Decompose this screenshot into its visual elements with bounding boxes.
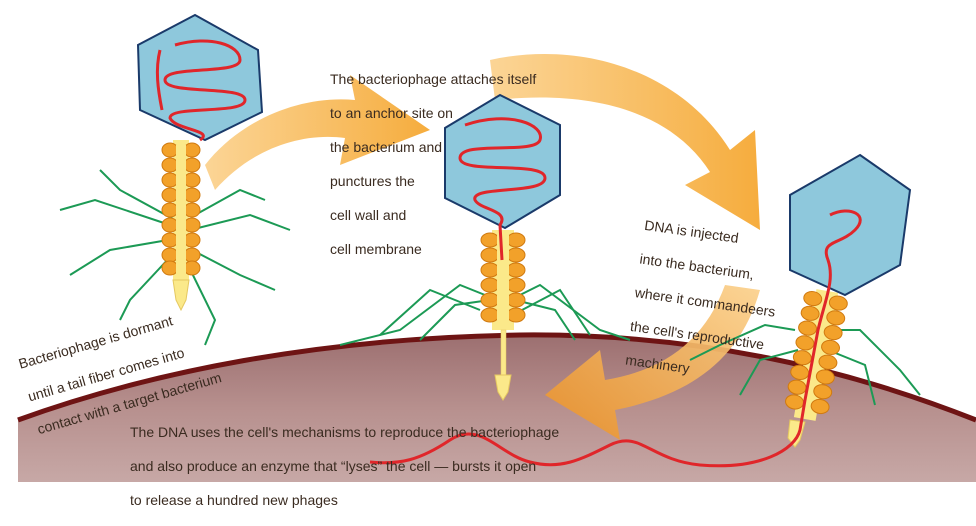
label-attach-line: punctures the: [330, 173, 570, 190]
label-attach: The bacteriophage attaches itself to an …: [330, 54, 570, 275]
label-reproduce: The DNA uses the cell's mechanisms to re…: [130, 407, 690, 526]
label-attach-line: cell wall and: [330, 207, 570, 224]
label-dna-injected: DNA is injected into the bacterium, wher…: [622, 200, 846, 413]
label-reproduce-line: to release a hundred new phages: [130, 492, 690, 509]
label-reproduce-line: and also produce an enzyme that “lyses” …: [130, 458, 690, 475]
label-attach-line: the bacterium and: [330, 139, 570, 156]
label-attach-line: to an anchor site on: [330, 105, 570, 122]
label-dna-injected-line: machinery: [624, 352, 824, 397]
label-attach-line: cell membrane: [330, 241, 570, 258]
label-attach-line: The bacteriophage attaches itself: [330, 71, 570, 88]
label-reproduce-line: The DNA uses the cell's mechanisms to re…: [130, 424, 690, 441]
